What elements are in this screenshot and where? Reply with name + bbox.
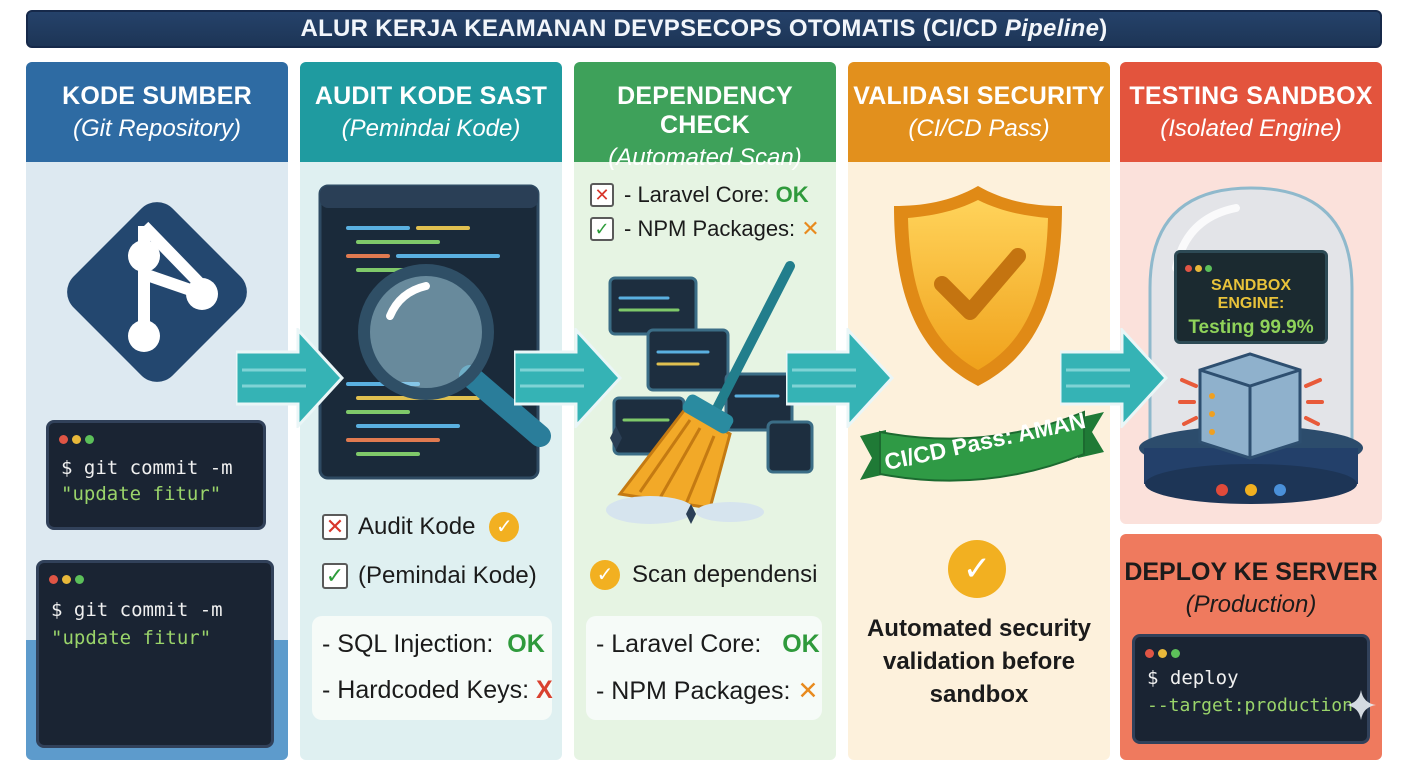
dep-results-panel: - Laravel Core: OK - NPM Packages: ✕	[586, 616, 822, 720]
ribbon-banner	[860, 410, 1104, 482]
column-validation: VALIDASI SECURITY (CI/CD Pass)	[848, 62, 1110, 760]
column-sandbox-title: TESTING SANDBOX	[1129, 82, 1373, 110]
window-dots	[1185, 259, 1212, 277]
sast-result-keys: - Hardcoded Keys: X	[322, 676, 553, 704]
column-source-title: KODE SUMBER	[62, 82, 252, 110]
terminal-git-commit-1: $ git commit -m "update fitur"	[46, 420, 266, 530]
sast-result-sql: - SQL Injection: OK	[322, 630, 545, 658]
window-dots	[1145, 645, 1184, 663]
check-label: - Laravel Core:	[624, 182, 770, 207]
title-bar: ALUR KERJA KEAMANAN DEVPSECOPS OTOMATIS …	[26, 10, 1382, 48]
column-deploy-subtitle: (Production)	[1185, 591, 1317, 618]
dep-result-laravel: - Laravel Core: OK	[596, 630, 820, 658]
terminal-line: "update fitur"	[51, 627, 212, 649]
check-label: Audit Kode	[358, 513, 476, 540]
flow-arrow-2	[514, 328, 623, 428]
git-icon	[67, 202, 247, 382]
window-dots	[59, 431, 98, 449]
column-sandbox-header: TESTING SANDBOX (Isolated Engine)	[1120, 62, 1382, 162]
dep-top-check-npm: ✓ - NPM Packages: ✕	[590, 216, 820, 242]
terminal-line: "update fitur"	[61, 483, 222, 505]
sast-results-panel: - SQL Injection: OK - Hardcoded Keys: X	[312, 616, 553, 720]
column-dependency-title: DEPENDENCY CHECK	[617, 82, 793, 139]
dep-scan-label: ✓ Scan dependensi	[590, 560, 817, 590]
column-dependency-subtitle: (Automated Scan)	[608, 144, 802, 171]
flow-arrow-4	[1060, 328, 1169, 428]
column-sast-header: AUDIT KODE SAST (Pemindai Kode)	[300, 62, 562, 162]
flow-arrow-3	[786, 328, 895, 428]
column-source-subtitle: (Git Repository)	[72, 115, 242, 142]
terminal-line: $ git commit -m	[61, 457, 233, 479]
column-validation-header: VALIDASI SECURITY (CI/CD Pass)	[848, 62, 1110, 162]
dep-top-check-laravel: ✕ - Laravel Core: OK	[590, 182, 809, 208]
column-source-header: KODE SUMBER (Git Repository)	[26, 62, 288, 162]
dep-result-npm: - NPM Packages: ✕	[596, 677, 819, 705]
check-label: (Pemindai Kode)	[358, 562, 537, 589]
check-icon: ✓	[590, 217, 614, 241]
check-circle-icon: ✓	[489, 512, 520, 542]
column-deploy-title: DEPLOY KE SERVER	[1124, 558, 1378, 586]
sandbox-screen-value: Testing 99.9%	[1188, 317, 1314, 338]
validation-description: Automated security validation before san…	[866, 615, 1092, 708]
flow-arrow-1	[236, 328, 345, 428]
check-label: - NPM Packages:	[624, 216, 796, 241]
validation-check-icon: ✓	[948, 540, 1006, 598]
broom-icon	[606, 261, 795, 524]
shield-check-icon	[894, 186, 1062, 386]
terminal-line: --target:production	[1147, 695, 1353, 716]
column-sast-title: AUDIT KODE SAST	[314, 82, 548, 110]
cross-icon: ✕	[322, 514, 348, 540]
check-icon: ✓	[322, 563, 348, 589]
scan-label: Scan dependensi	[632, 561, 818, 588]
sast-check-audit: ✕ Audit Kode ✓	[322, 512, 520, 542]
column-sandbox-subtitle: (Isolated Engine)	[1160, 115, 1342, 142]
server-icon	[1178, 352, 1324, 460]
terminal-line: $ git commit -m	[51, 599, 223, 621]
page-title: ALUR KERJA KEAMANAN DEVPSECOPS OTOMATIS …	[300, 15, 1108, 42]
cross-icon: ✕	[590, 183, 614, 207]
column-sast-subtitle: (Pemindai Kode)	[341, 115, 521, 142]
terminal-line: $ deploy	[1147, 667, 1239, 689]
sast-check-scanner: ✓ (Pemindai Kode)	[322, 562, 537, 590]
window-dots	[49, 571, 88, 589]
terminal-git-commit-2: $ git commit -m "update fitur"	[36, 560, 274, 748]
sandbox-screen: SANDBOX ENGINE: Testing 99.9%	[1174, 250, 1328, 344]
check-circle-icon: ✓	[590, 560, 620, 590]
column-validation-title: VALIDASI SECURITY	[853, 82, 1105, 110]
column-validation-subtitle: (CI/CD Pass)	[908, 115, 1050, 142]
magnifier-icon	[358, 264, 551, 447]
sandbox-screen-title: SANDBOX ENGINE:	[1210, 277, 1291, 312]
column-dependency-header: DEPENDENCY CHECK (Automated Scan)	[574, 62, 836, 171]
terminal-deploy: $ deploy --target:production	[1132, 634, 1370, 744]
sparkle-icon	[1346, 690, 1376, 720]
